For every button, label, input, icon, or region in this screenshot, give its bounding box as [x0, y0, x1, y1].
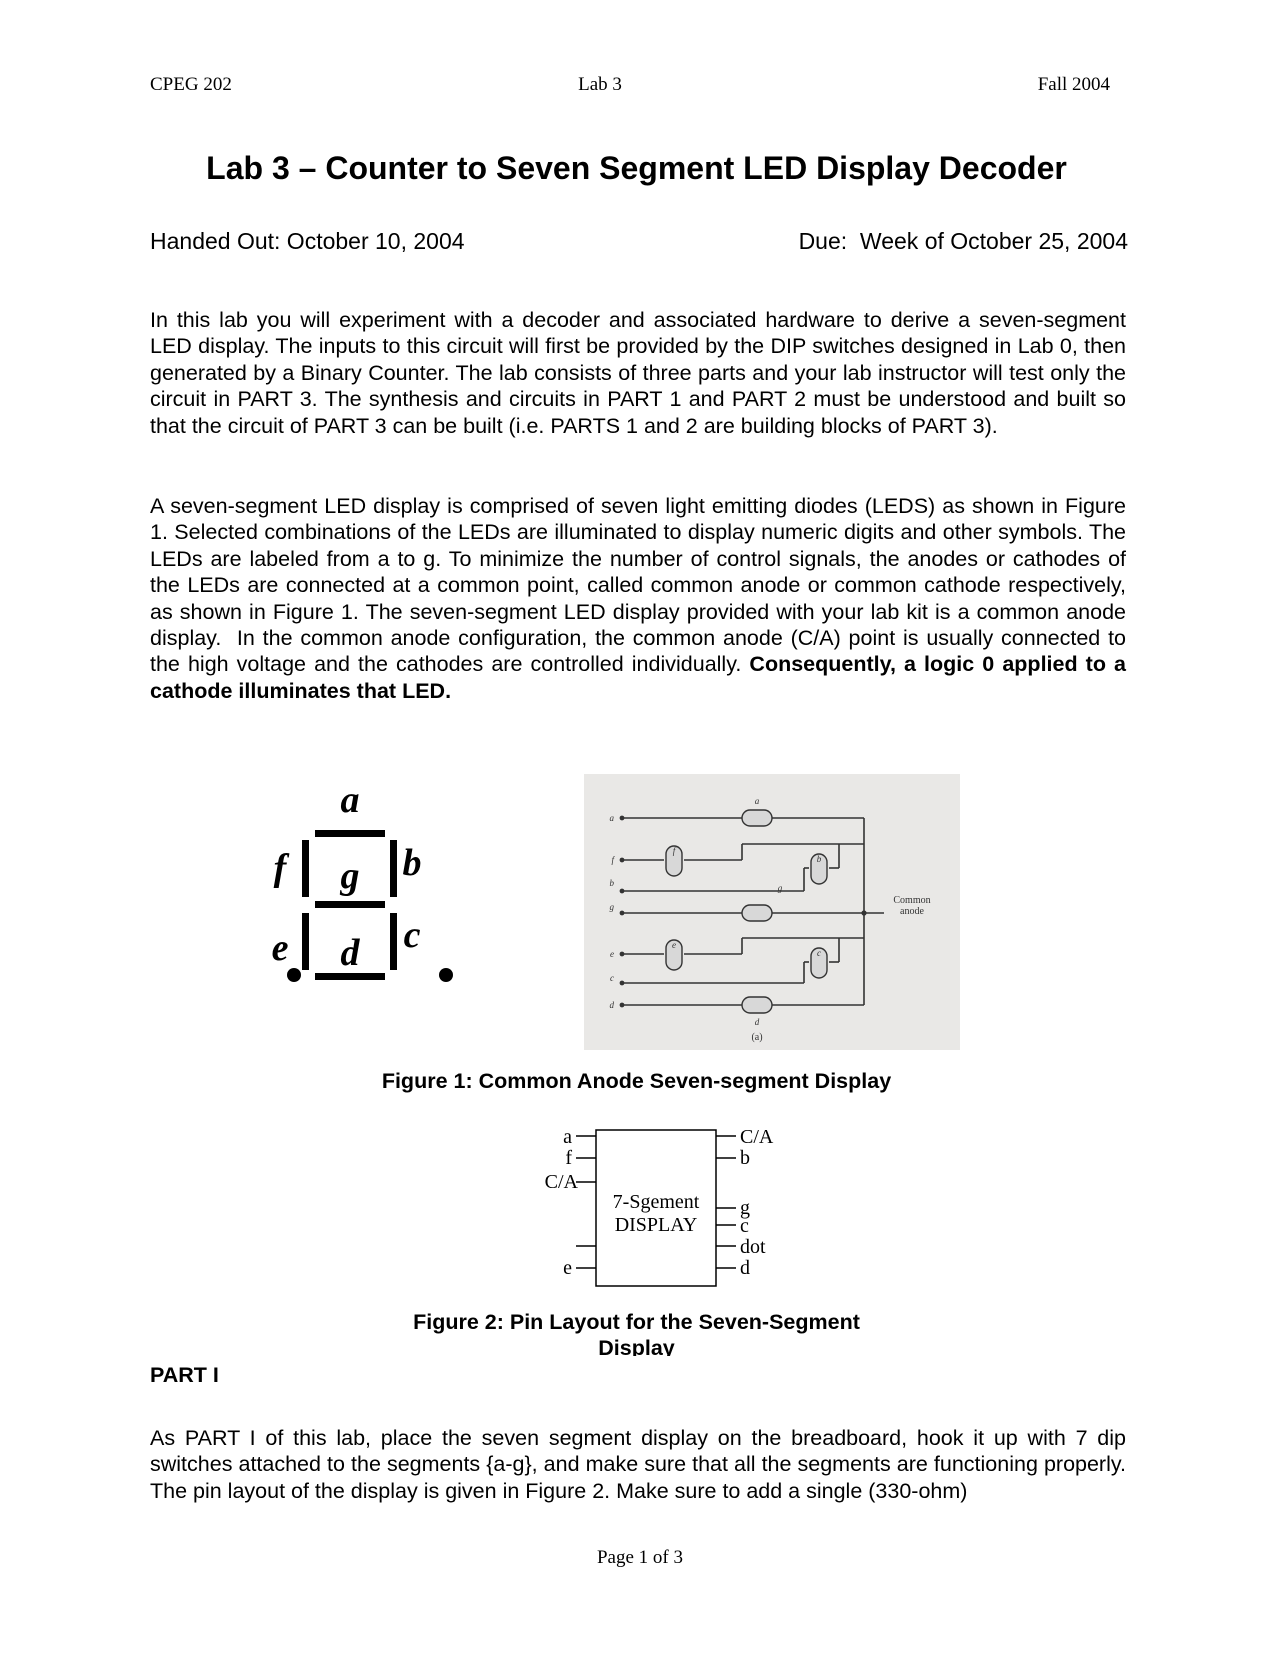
header-term: Fall 2004 — [1037, 74, 1110, 95]
circuit-input-e: e — [610, 949, 614, 959]
pin-left-ca: C/A — [545, 1171, 579, 1193]
led-f — [665, 845, 683, 877]
segment-g — [315, 901, 385, 908]
pin-right-d: d — [740, 1257, 750, 1279]
led-a — [741, 809, 773, 827]
segment-f — [302, 840, 309, 897]
display-paragraph: A seven-segment LED display is comprised… — [150, 493, 1126, 704]
display-box — [595, 1129, 717, 1287]
header-lab: Lab 3 — [578, 74, 622, 95]
right-dot — [439, 968, 453, 982]
pin-left-a: a — [563, 1126, 572, 1148]
led-label-b: b — [817, 854, 822, 864]
segment-c — [390, 913, 397, 970]
page-footer: Page 1 of 3 — [596, 1547, 683, 1568]
seven-segment-diagram: a f g b e d c — [272, 779, 453, 982]
pin-right-ca: C/A — [740, 1126, 774, 1148]
pin-right-c: c — [740, 1215, 749, 1237]
segment-label-d: d — [341, 932, 361, 974]
led-b — [810, 853, 828, 885]
circuit-sub-label: (a) — [751, 1032, 762, 1043]
display-box-label-line1: 7-Sgement — [613, 1191, 700, 1213]
led-label-d: d — [755, 1017, 760, 1027]
display-box-label-line2: DISPLAY — [615, 1214, 698, 1236]
led-label-a: a — [755, 796, 760, 806]
due-date: Due: Week of October 25, 2004 — [798, 228, 1128, 254]
segment-label-g: g — [340, 855, 360, 897]
led-label-c: c — [817, 948, 821, 958]
segment-label-c: c — [404, 914, 421, 956]
part1-heading: PART I — [150, 1363, 219, 1387]
circuit-input-f: f — [611, 855, 615, 865]
segment-label-e: e — [272, 927, 289, 969]
left-dot — [287, 968, 301, 982]
segment-label-b: b — [403, 842, 422, 884]
circuit-input-c: c — [610, 973, 614, 983]
pin-right-g: g — [740, 1197, 750, 1219]
segment-a — [315, 830, 385, 837]
intro-paragraph: In this lab you will experiment with a d… — [150, 308, 1126, 438]
circuit-input-g: g — [610, 902, 615, 912]
segment-e — [302, 913, 309, 970]
pin-left-f: f — [565, 1147, 572, 1169]
segment-label-f: f — [274, 847, 290, 889]
circuit-input-d: d — [610, 1000, 615, 1010]
led-label-e: e — [672, 940, 676, 950]
figure2-caption-line2: Display — [598, 1336, 675, 1356]
part1-paragraph: As PART I of this lab, place the seven s… — [150, 1426, 1126, 1503]
circuit-input-a: a — [610, 813, 615, 823]
circuit-input-b: b — [610, 878, 615, 888]
led-c — [810, 947, 828, 979]
handed-out-date: Handed Out: October 10, 2004 — [150, 228, 465, 254]
display-paragraph-text: A seven-segment LED display is comprised… — [150, 494, 1132, 677]
figure2-caption-line1: Figure 2: Pin Layout for the Seven-Segme… — [413, 1310, 860, 1334]
led-label-g: g — [778, 883, 783, 893]
segment-b — [390, 840, 397, 897]
pin-left-e: e — [563, 1257, 572, 1279]
pin-layout-diagram: a f C/A e C/A b g c dot d 7-Sgement DISP… — [545, 1126, 774, 1287]
header-course: CPEG 202 — [150, 74, 232, 95]
led-g — [741, 904, 773, 922]
display-paragraph-emphasis: Consequently, a logic 0 applied to a cat… — [150, 652, 1127, 703]
led-e — [665, 939, 683, 971]
pin-right-b: b — [740, 1147, 750, 1169]
common-anode-circuit: a f b g e c d a f b g e c d Common anode… — [584, 774, 960, 1050]
common-anode-label-line1: Common — [893, 895, 930, 906]
pin-right-dot: dot — [740, 1236, 766, 1258]
led-label-f: f — [673, 846, 677, 856]
segment-d — [315, 973, 385, 980]
led-d — [741, 996, 773, 1014]
page-title: Lab 3 – Counter to Seven Segment LED Dis… — [206, 150, 1067, 186]
figure1-caption: Figure 1: Common Anode Seven-segment Dis… — [381, 1069, 892, 1093]
segment-label-a: a — [341, 779, 360, 821]
common-anode-label-line2: anode — [900, 906, 924, 917]
